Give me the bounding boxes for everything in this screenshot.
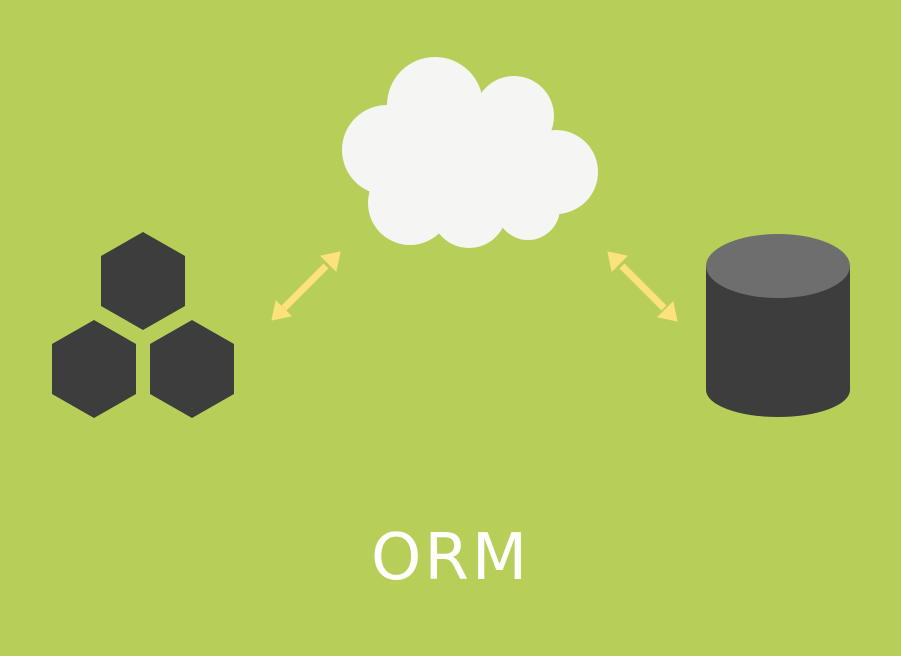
diagram-title: ORM	[370, 521, 531, 595]
hexagon-bottom-right	[150, 320, 234, 418]
database-cylinder-icon	[706, 234, 850, 417]
hexagon-bottom-left	[52, 320, 136, 418]
hexagon-top	[101, 232, 185, 330]
double-arrow-icon-left	[271, 251, 341, 321]
cloud-icon	[342, 57, 598, 248]
hexagon-cluster-icon	[52, 232, 234, 418]
double-arrow-icon-right	[607, 251, 678, 322]
